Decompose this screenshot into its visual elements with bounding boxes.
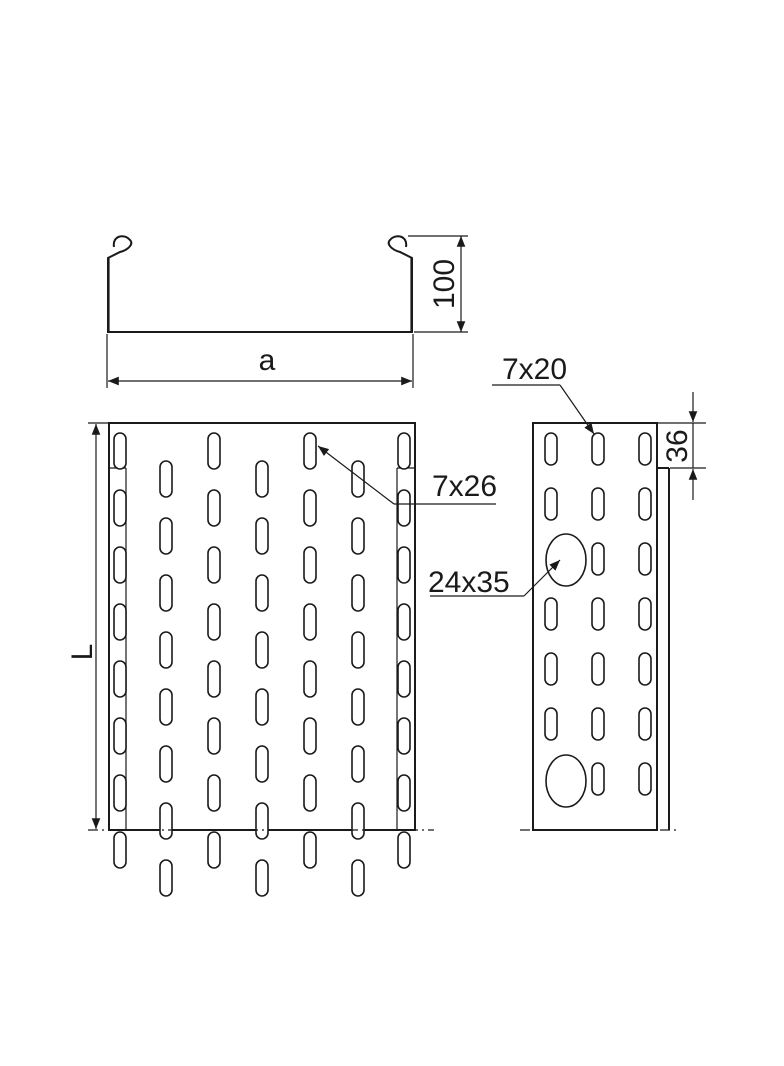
side-slot-callout: 7x20 bbox=[492, 353, 595, 435]
plan-slot bbox=[113, 546, 127, 584]
side-slot bbox=[544, 597, 558, 631]
side-slot bbox=[591, 652, 605, 686]
pitch-dimension: 36 bbox=[658, 392, 706, 500]
side-slot bbox=[638, 652, 652, 686]
side-slot bbox=[638, 762, 652, 796]
side-slot bbox=[544, 432, 558, 466]
plan-slot bbox=[351, 688, 365, 726]
plan-slot bbox=[113, 432, 127, 470]
height-dimension-label: 100 bbox=[428, 259, 461, 309]
plan-slot bbox=[351, 859, 365, 897]
length-dimension-label: L bbox=[66, 644, 99, 661]
side-large-hole bbox=[545, 754, 587, 808]
plan-slot bbox=[303, 432, 317, 470]
plan-slot bbox=[113, 831, 127, 869]
side-slot bbox=[544, 487, 558, 521]
side-hole-label: 24x35 bbox=[428, 566, 510, 599]
base-slot-callout: 7x26 bbox=[317, 445, 497, 505]
plan-slot bbox=[303, 660, 317, 698]
plan-slot bbox=[303, 546, 317, 584]
width-dimension: a bbox=[106, 334, 414, 388]
width-dimension-label: a bbox=[259, 344, 276, 377]
plan-slot bbox=[303, 489, 317, 527]
plan-slot bbox=[159, 517, 173, 555]
plan-slot bbox=[351, 460, 365, 498]
side-large-hole bbox=[545, 533, 587, 587]
plan-slot bbox=[255, 517, 269, 555]
plan-slot bbox=[255, 631, 269, 669]
plan-slot bbox=[159, 631, 173, 669]
plan-slot bbox=[303, 831, 317, 869]
plan-slot bbox=[207, 489, 221, 527]
plan-slot bbox=[255, 460, 269, 498]
length-dimension: L bbox=[66, 422, 109, 829]
plan-slot-group bbox=[113, 432, 411, 897]
plan-slot bbox=[397, 546, 411, 584]
plan-slot bbox=[397, 603, 411, 641]
plan-slot bbox=[397, 660, 411, 698]
plan-slot bbox=[303, 717, 317, 755]
side-slot bbox=[591, 597, 605, 631]
plan-slot bbox=[159, 859, 173, 897]
plan-slot bbox=[207, 660, 221, 698]
plan-slot bbox=[207, 432, 221, 470]
side-slot bbox=[638, 707, 652, 741]
plan-slot bbox=[159, 802, 173, 840]
plan-slot bbox=[351, 631, 365, 669]
side-slot bbox=[591, 432, 605, 466]
plan-slot bbox=[397, 831, 411, 869]
plan-slot bbox=[397, 432, 411, 470]
plan-slot bbox=[351, 745, 365, 783]
side-slot bbox=[591, 707, 605, 741]
plan-slot bbox=[113, 660, 127, 698]
plan-slot bbox=[159, 745, 173, 783]
base-slot-label: 7x26 bbox=[432, 470, 497, 503]
plan-slot bbox=[397, 489, 411, 527]
side-slot bbox=[544, 652, 558, 686]
side-slot bbox=[591, 542, 605, 576]
side-hole-callout: 24x35 bbox=[428, 559, 561, 599]
plan-slot bbox=[113, 774, 127, 812]
plan-slot bbox=[351, 574, 365, 612]
plan-slot bbox=[159, 460, 173, 498]
plan-slot bbox=[303, 603, 317, 641]
plan-slot bbox=[351, 517, 365, 555]
pitch-dimension-label: 36 bbox=[661, 429, 694, 462]
plan-slot bbox=[255, 574, 269, 612]
plan-slot bbox=[255, 802, 269, 840]
plan-slot bbox=[351, 802, 365, 840]
plan-slot bbox=[159, 574, 173, 612]
plan-slot bbox=[159, 688, 173, 726]
plan-slot bbox=[207, 831, 221, 869]
side-slot bbox=[544, 707, 558, 741]
plan-slot bbox=[207, 774, 221, 812]
cross-section-profile bbox=[107, 235, 413, 333]
plan-slot bbox=[303, 774, 317, 812]
plan-slot bbox=[397, 774, 411, 812]
plan-slot bbox=[207, 717, 221, 755]
plan-slot bbox=[255, 688, 269, 726]
plan-slot bbox=[113, 717, 127, 755]
side-slot-label: 7x20 bbox=[502, 353, 567, 386]
side-slot-group bbox=[544, 432, 652, 796]
side-slot bbox=[638, 487, 652, 521]
plan-slot bbox=[397, 717, 411, 755]
height-dimension: 100 bbox=[408, 235, 468, 333]
plan-view: L 7x26 bbox=[66, 422, 497, 897]
side-slot bbox=[638, 432, 652, 466]
plan-slot bbox=[113, 489, 127, 527]
plan-slot bbox=[113, 603, 127, 641]
side-slot bbox=[638, 542, 652, 576]
side-slot bbox=[591, 762, 605, 796]
side-view: 36 7x20 24x35 bbox=[428, 353, 706, 831]
plan-slot bbox=[207, 603, 221, 641]
side-slot bbox=[638, 597, 652, 631]
side-slot bbox=[591, 487, 605, 521]
cross-section-view: 100 a bbox=[106, 235, 468, 388]
plan-slot bbox=[255, 859, 269, 897]
plan-slot bbox=[255, 745, 269, 783]
plan-slot bbox=[207, 546, 221, 584]
